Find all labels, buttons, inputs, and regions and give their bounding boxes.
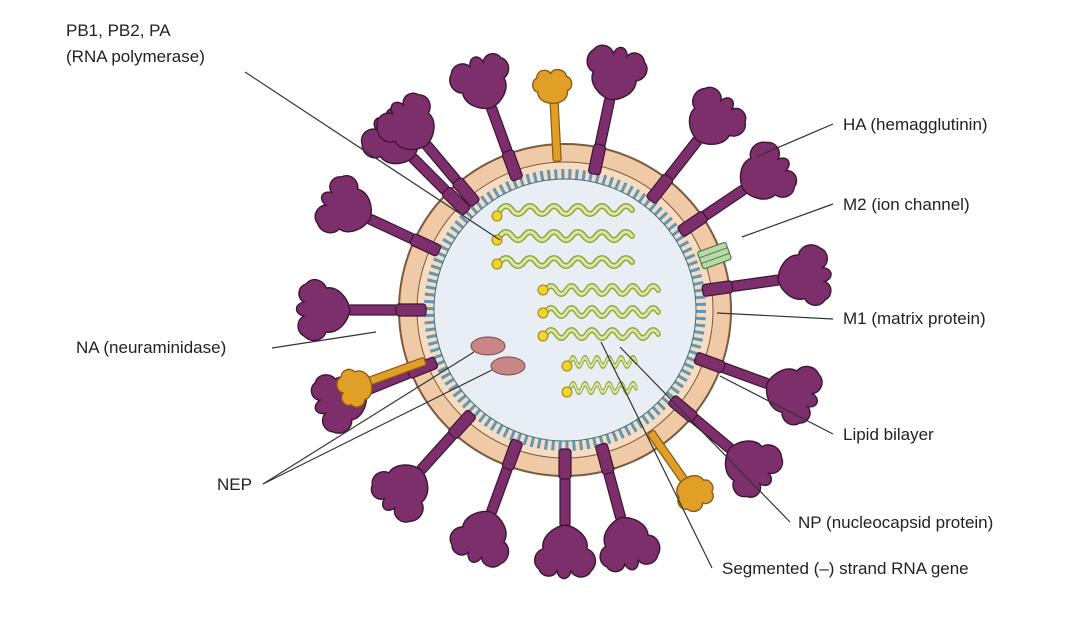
label-nep: NEP [217, 475, 252, 494]
label-m1: M1 (matrix protein) [843, 309, 986, 328]
polymerase-dots [491, 210, 573, 398]
leader-lines [244, 71, 834, 569]
label-m2: M2 (ion channel) [843, 195, 970, 214]
label-rna-gene: Segmented (–) strand RNA gene [722, 559, 969, 578]
label-polymerase-line2: (RNA polymerase) [66, 47, 205, 66]
label-polymerase-line1: PB1, PB2, PA [66, 21, 171, 40]
label-ha: HA (hemagglutinin) [843, 115, 988, 134]
label-np: NP (nucleocapsid protein) [798, 513, 994, 532]
nep-proteins [470, 336, 526, 376]
label-lipid-bilayer: Lipid bilayer [843, 425, 934, 444]
label-na: NA (neuraminidase) [76, 338, 227, 357]
